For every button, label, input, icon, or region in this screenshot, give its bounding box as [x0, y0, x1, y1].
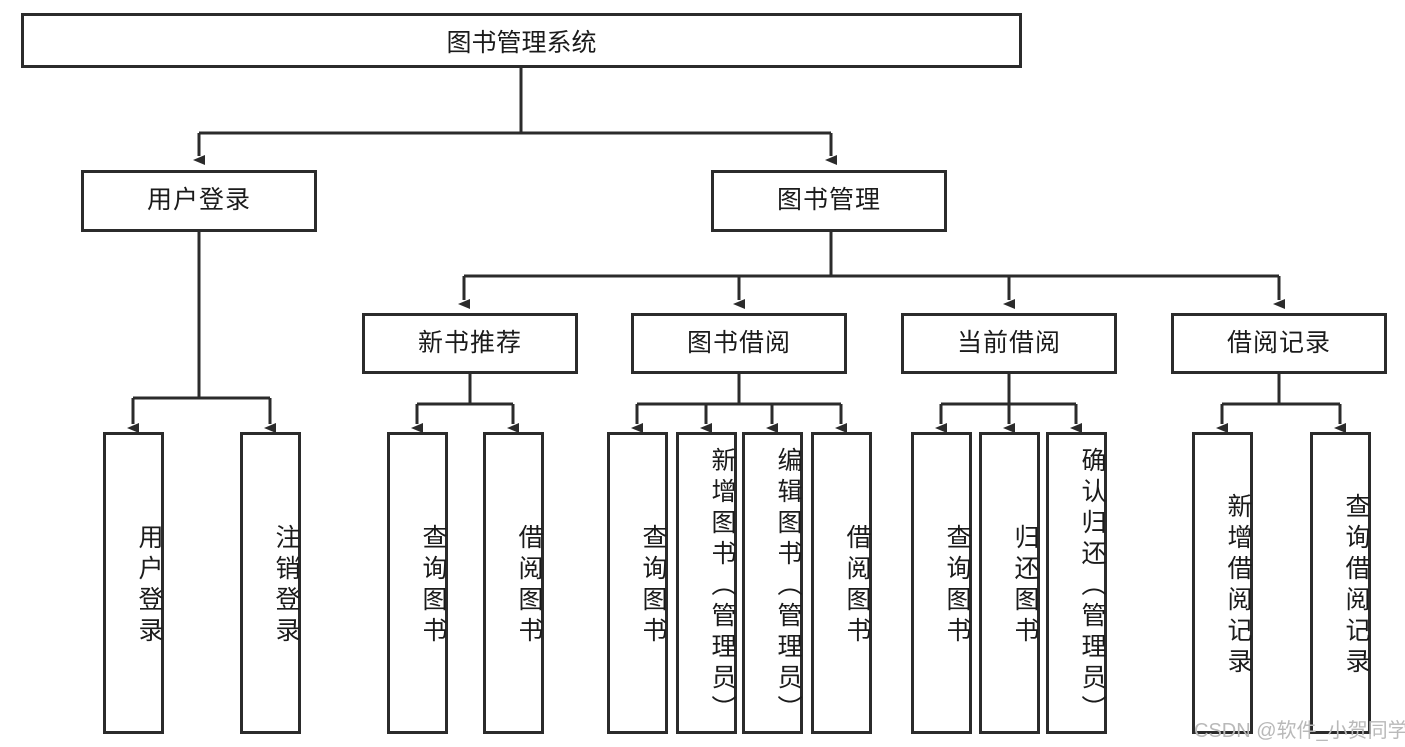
node-root-system[interactable]: 图书管理系统 [21, 13, 1022, 68]
node-label: 新增借阅记录 [1224, 493, 1252, 679]
leaf-borrow-edit-book[interactable]: 编辑图书（管理员） [742, 432, 803, 734]
node-current-borrow[interactable]: 当前借阅 [901, 313, 1117, 374]
leaf-newbook-query-book[interactable]: 查询图书 [387, 432, 448, 734]
node-label: 借阅图书 [515, 524, 543, 648]
node-label: 借阅图书 [843, 524, 871, 648]
node-label: 用户登录 [135, 524, 163, 648]
node-user-login[interactable]: 用户登录 [81, 170, 317, 232]
leaf-borrow-query-book[interactable]: 查询图书 [607, 432, 668, 734]
node-label: 新书推荐 [417, 328, 522, 357]
leaf-logout[interactable]: 注销登录 [240, 432, 301, 734]
node-label: 用户登录 [146, 186, 251, 215]
node-book-management[interactable]: 图书管理 [711, 170, 947, 232]
node-label: 当前借阅 [956, 328, 1061, 357]
node-label: 查询图书 [639, 524, 667, 648]
node-label: 新增图书（管理员） [708, 446, 736, 726]
node-label: 编辑图书（管理员） [774, 446, 802, 726]
node-label: 图书管理 [776, 186, 881, 215]
leaf-current-confirm-return[interactable]: 确认归还（管理员） [1046, 432, 1107, 734]
leaf-record-query-record[interactable]: 查询借阅记录 [1310, 432, 1371, 734]
node-borrow-record[interactable]: 借阅记录 [1171, 313, 1387, 374]
node-label: 图书借阅 [686, 328, 791, 357]
leaf-user-login[interactable]: 用户登录 [103, 432, 164, 734]
node-label: 查询图书 [419, 524, 447, 648]
node-label: 图书管理系统 [446, 28, 597, 57]
node-label: 注销登录 [272, 524, 300, 648]
leaf-newbook-borrow-book[interactable]: 借阅图书 [483, 432, 544, 734]
node-label: 确认归还（管理员） [1078, 446, 1106, 726]
leaf-borrow-add-book[interactable]: 新增图书（管理员） [676, 432, 737, 734]
node-label: 查询借阅记录 [1342, 493, 1370, 679]
node-label: 查询图书 [943, 524, 971, 648]
node-label: 归还图书 [1011, 524, 1039, 648]
leaf-record-add-record[interactable]: 新增借阅记录 [1192, 432, 1253, 734]
leaf-borrow-borrow-book[interactable]: 借阅图书 [811, 432, 872, 734]
leaf-current-return-book[interactable]: 归还图书 [979, 432, 1040, 734]
csdn-watermark: CSDN @软件_小贺同学 [1194, 720, 1405, 742]
leaf-current-query-book[interactable]: 查询图书 [911, 432, 972, 734]
node-label: 借阅记录 [1226, 328, 1331, 357]
node-new-book-recommend[interactable]: 新书推荐 [362, 313, 578, 374]
node-book-borrow[interactable]: 图书借阅 [631, 313, 847, 374]
